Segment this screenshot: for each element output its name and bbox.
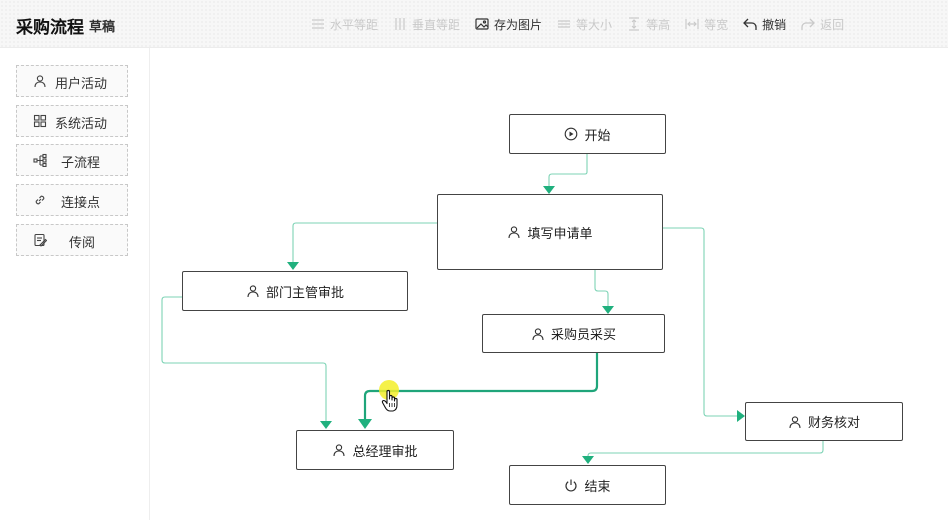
node-label: 结束 — [584, 479, 611, 495]
same-height-button[interactable]: 等高 — [626, 12, 670, 36]
align-horizontal-button[interactable]: 水平等距 — [310, 12, 378, 36]
redo-icon — [800, 16, 816, 32]
circulate-icon — [33, 233, 47, 247]
node-label: 填写申请单 — [527, 226, 593, 242]
user-icon — [531, 327, 545, 341]
user-icon — [33, 74, 47, 88]
palette-item-user-activity[interactable]: 用户活动 — [16, 65, 128, 97]
node-label: 开始 — [584, 128, 611, 144]
node-fill-request[interactable]: 填写申请单 — [437, 194, 663, 270]
cursor-highlight — [379, 380, 399, 400]
palette-item-system-activity[interactable]: 系统活动 — [16, 105, 128, 137]
user-icon — [246, 284, 260, 298]
node-gm-approval[interactable]: 总经理审批 — [296, 430, 454, 470]
palette-item-label: 用户活动 — [55, 77, 108, 92]
same-size-label: 等大小 — [576, 17, 613, 32]
node-start[interactable]: 开始 — [509, 114, 666, 154]
node-dept-approval[interactable]: 部门主管审批 — [182, 271, 408, 311]
same-height-label: 等高 — [646, 17, 671, 32]
palette-item-circulate[interactable]: 传阅 — [16, 224, 128, 256]
node-label: 采购员采买 — [550, 328, 616, 343]
redo-button[interactable]: 返回 — [800, 12, 844, 36]
node-label: 总经理审批 — [352, 444, 418, 460]
same-height-icon — [626, 16, 642, 32]
palette-item-subprocess[interactable]: 子流程 — [16, 144, 128, 176]
user-icon — [507, 225, 521, 239]
palette-item-label: 子流程 — [61, 156, 101, 171]
align-vertical-icon — [392, 16, 408, 32]
align-horizontal-label: 水平等距 — [330, 17, 379, 32]
undo-icon — [742, 16, 758, 32]
toolbar: 水平等距 垂直等距 存为图片 等大小 — [310, 0, 858, 48]
status-badge: 草稿 — [89, 20, 116, 35]
header-bar: 采购流程 草稿 水平等距 垂直等距 存为图片 — [0, 0, 948, 48]
align-vertical-label: 垂直等距 — [412, 17, 461, 32]
same-size-icon — [556, 16, 572, 32]
user-icon — [332, 443, 346, 457]
power-icon — [564, 478, 578, 492]
node-label: 部门主管审批 — [265, 285, 344, 301]
image-icon — [474, 16, 490, 32]
same-width-label: 等宽 — [704, 17, 729, 32]
palette-item-connector[interactable]: 连接点 — [16, 184, 128, 216]
node-end[interactable]: 结束 — [509, 465, 666, 505]
hand-cursor-icon — [381, 389, 398, 412]
align-vertical-button[interactable]: 垂直等距 — [392, 12, 460, 36]
palette-item-label: 传阅 — [69, 236, 96, 251]
node-palette: 用户活动 系统活动 子流程 连接点 传阅 — [0, 48, 150, 520]
subprocess-icon — [33, 153, 47, 167]
node-label: 财务核对 — [807, 416, 860, 431]
undo-button[interactable]: 撤销 — [742, 12, 786, 36]
palette-item-label: 连接点 — [61, 196, 101, 211]
node-finance-check[interactable]: 财务核对 — [745, 402, 903, 441]
node-purchaser[interactable]: 采购员采买 — [482, 314, 665, 353]
page-title: 采购流程 — [16, 18, 84, 38]
same-width-icon — [684, 16, 700, 32]
link-icon — [33, 193, 47, 207]
play-circle-icon — [564, 127, 578, 141]
same-size-button[interactable]: 等大小 — [556, 12, 612, 36]
undo-label: 撤销 — [762, 17, 787, 32]
save-image-button[interactable]: 存为图片 — [474, 12, 542, 36]
redo-label: 返回 — [820, 17, 845, 32]
palette-item-label: 系统活动 — [55, 117, 108, 132]
grid-icon — [33, 114, 47, 128]
align-horizontal-icon — [310, 16, 326, 32]
user-icon — [788, 415, 802, 429]
same-width-button[interactable]: 等宽 — [684, 12, 728, 36]
save-image-label: 存为图片 — [494, 17, 543, 32]
